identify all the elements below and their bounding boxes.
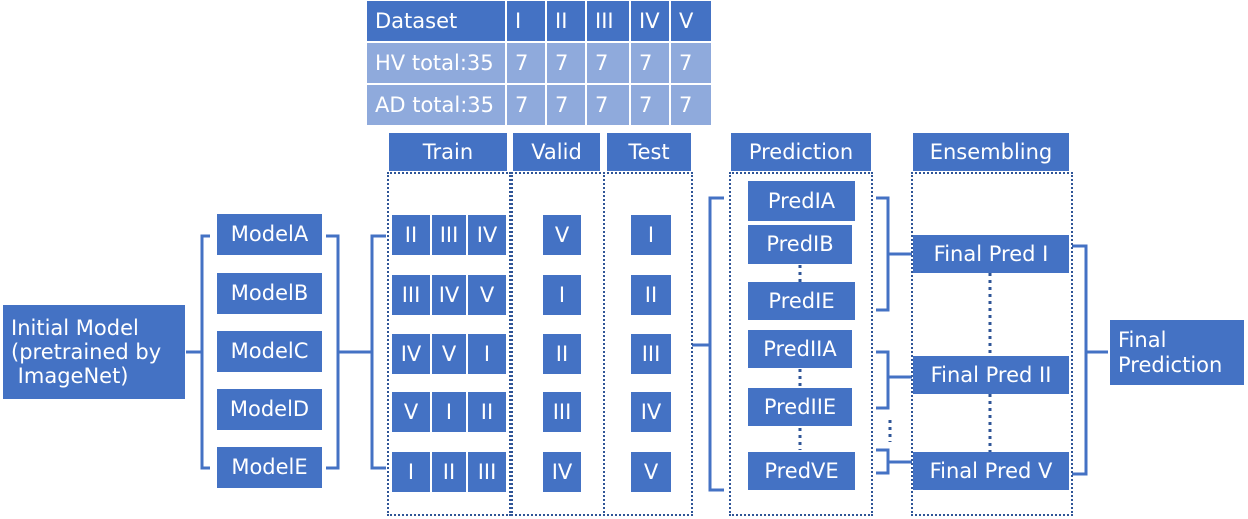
models-right-bracket [326,234,340,470]
table-cell: 7 [507,85,545,125]
valid-fold-cell: II [543,334,581,374]
final-prediction-line: Final [1118,328,1167,353]
initial-model-box: Initial Model (pretrained by ImageNet) [3,305,185,399]
table-row-label: AD total:35 [367,85,505,125]
prediction-box: PredIE [748,282,855,320]
predV-bracket [876,448,890,475]
train-fold-cell: V [468,275,506,315]
table-header-fold: III [587,1,629,41]
initial-model-line: Initial Model [11,315,139,340]
prediction-box: PredIA [748,181,855,221]
train-fold-cell: III [468,452,506,492]
initial-model-line: ImageNet) [11,364,129,389]
prediction-box: PredIIE [748,388,852,426]
train-fold-cell: IV [432,275,466,315]
prediction-box: PredVE [748,452,855,490]
prediction-left-bracket [708,196,724,492]
train-fold-cell: III [392,275,430,315]
test-fold-cell: V [631,452,671,492]
model-box: ModelD [217,389,322,430]
predI-bracket [876,196,890,312]
final-pred-box: Final Pred V [913,452,1069,490]
table-cell: 7 [587,43,629,83]
table-cell: 7 [547,85,585,125]
valid-fold-cell: V [543,215,581,255]
model-box: ModelB [217,273,322,314]
train-fold-cell: IV [392,334,430,374]
valid-header: Valid [513,133,600,171]
valid-fold-cell: I [543,275,581,315]
train-left-bracket [370,234,386,470]
train-column-frame [387,172,511,516]
table-cell: 7 [631,85,669,125]
table-header-fold: V [671,1,711,41]
test-fold-cell: IV [631,392,671,432]
predII-bracket [876,350,890,410]
final-prediction-box: Final Prediction [1110,320,1244,385]
table-cell: 7 [671,85,711,125]
models-bracket [200,234,210,470]
train-fold-cell: IV [468,215,506,255]
table-header-fold: II [547,1,585,41]
table-cell: 7 [631,43,669,83]
ensembling-column-frame [911,172,1073,516]
train-fold-cell: II [468,392,506,432]
final-prediction-line: Prediction [1118,352,1223,377]
test-column-frame [603,172,693,516]
train-fold-cell: V [432,334,466,374]
model-box: ModelA [217,214,322,255]
ensembling-header: Ensembling [913,133,1069,171]
train-fold-cell: I [432,392,466,432]
final-pred-box: Final Pred I [913,235,1069,273]
train-header: Train [389,133,507,171]
test-fold-cell: III [631,334,671,374]
table-cell: 7 [507,43,545,83]
prediction-column-frame [729,172,873,516]
prediction-header: Prediction [731,133,871,171]
train-fold-cell: II [392,215,430,255]
final-pred-box: Final Pred II [913,356,1069,394]
train-fold-cell: II [432,452,466,492]
train-fold-cell: III [432,215,466,255]
valid-fold-cell: IV [543,452,581,492]
initial-model-line: (pretrained by [11,339,162,364]
table-header-dataset: Dataset [367,1,505,41]
model-box: ModelE [217,447,322,488]
table-header-fold: I [507,1,545,41]
prediction-box: PredIB [748,225,852,264]
table-cell: 7 [547,43,585,83]
model-box: ModelC [217,331,322,372]
test-fold-cell: II [631,275,671,315]
train-fold-cell: I [468,334,506,374]
table-cell: 7 [587,85,629,125]
table-cell: 7 [671,43,711,83]
test-fold-cell: I [631,215,671,255]
table-header-fold: IV [631,1,669,41]
prediction-box: PredIIA [748,330,852,368]
test-header: Test [607,133,691,171]
train-fold-cell: V [392,392,430,432]
valid-fold-cell: III [543,392,581,432]
train-fold-cell: I [392,452,430,492]
table-row-label: HV total:35 [367,43,505,83]
final-right-bracket [1072,244,1088,476]
